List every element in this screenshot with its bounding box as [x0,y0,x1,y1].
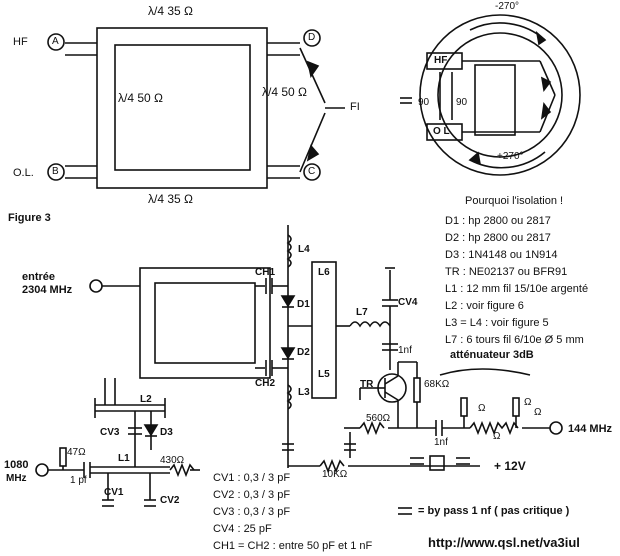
capacitor-line: CV4 : 25 pF [213,523,272,535]
mixer-schematic [35,225,563,515]
cv3-label: CV3 [100,427,120,438]
output-frequency: 144 MHz [568,423,613,435]
bypass-note: = by pass 1 nf ( pas critique ) [418,505,570,517]
figure-label: Figure 3 [8,212,51,224]
supply-label: + 12V [494,459,526,473]
parts-lines: D1 : hp 2800 ou 2817 D2 : hp 2800 ou 281… [445,213,588,349]
phase-bottom-label: +270° [497,151,524,162]
input-frequency: 2304 MHz [22,284,73,296]
port-c-label: C [308,166,316,177]
att-resistor-label: Ω [534,407,542,418]
l4-label: L4 [298,244,310,255]
quarter-wave-bottom-label: λ/4 35 Ω [148,192,193,206]
capacitor-line: CV3 : 0,3 / 3 pF [213,506,291,518]
cap-1nf-label: 1nf [434,437,448,448]
att-resistor-label: Ω [524,397,532,408]
port-d-label: D [308,32,316,43]
l2-label: L2 [140,394,152,405]
cap-1pf-label: 1 pf [70,475,87,486]
att-resistor-label: Ω [478,403,486,414]
ch1-label: CH1 [255,267,276,278]
r430-label: 430Ω [160,455,185,466]
d2-label: D2 [297,347,310,358]
lo-unit: MHz [6,473,27,484]
lo-frequency: 1080 [4,459,29,471]
quarter-wave-right-label: λ/4 50 Ω [262,85,307,99]
port-hf-label: HF [13,36,28,48]
capacitor-line: CV2 : 0,3 / 3 pF [213,489,291,501]
cap-1nf-label: 1nf [398,345,412,356]
phase-top-label: -270° [495,1,520,12]
phase-right-label: 90 [456,97,468,108]
hybrid-coupler-diagram [47,27,345,189]
parts-line: D1 : hp 2800 ou 2817 [445,215,551,227]
l5-label: L5 [318,369,330,380]
ring-hf-block: HF [434,55,448,66]
r560-label: 560Ω [366,413,391,424]
capacitor-line: CH1 = CH2 : entre 50 pF et 1 nF [213,540,373,552]
tr-label: TR [360,379,374,390]
att-resistor-label: Ω [493,431,501,442]
cv2-label: CV2 [160,495,180,506]
parts-line: L7 : 6 tours fil 6/10e Ø 5 mm [445,334,584,346]
l1-label: L1 [118,453,130,464]
quarter-wave-left-label: λ/4 50 Ω [118,91,163,105]
phase-left-label: 90 [418,97,430,108]
port-a-label: A [52,36,59,47]
d1-label: D1 [297,299,310,310]
cv1-label: CV1 [104,487,124,498]
capacitor-list: CV1 : 0,3 / 3 pF CV2 : 0,3 / 3 pF CV3 : … [213,470,372,555]
source-url[interactable]: http://www.qsl.net/va3iul [428,535,580,550]
ch2-label: CH2 [255,378,276,389]
attenuator-label: atténuateur 3dB [450,349,534,361]
r10k-label: 10KΩ [322,469,348,480]
parts-line: D3 : 1N4148 ou 1N914 [445,249,558,261]
parts-line: D2 : hp 2800 ou 2817 [445,232,551,244]
capacitor-line: CV1 : 0,3 / 3 pF [213,472,291,484]
d3-label: D3 [160,427,173,438]
parts-line: L2 : voir figure 6 [445,300,524,312]
equals-label: = [398,92,405,104]
parts-line: L1 : 12 mm fil 15/10e argenté [445,283,589,295]
parts-line: L3 = L4 : voir figure 5 [445,317,549,329]
l7-label: L7 [356,307,368,318]
parts-heading: Pourquoi l'isolation ! [465,195,564,207]
parts-line: TR : NE02137 ou BFR91 [445,266,568,278]
cv4-label: CV4 [398,297,418,308]
quarter-wave-top-label: λ/4 35 Ω [148,4,193,18]
parts-list: Pourquoi l'isolation ! [465,196,563,213]
input-label: entrée [22,271,56,283]
ring-ol-block: O L [433,126,450,137]
r47-label: 47Ω [67,447,86,458]
port-ol-label: O.L. [13,167,34,179]
port-b-label: B [52,166,59,177]
l6-label: L6 [318,267,330,278]
l3-label: L3 [298,387,310,398]
ring-phase-diagram [400,14,581,176]
r68k-label: 68KΩ [424,379,450,390]
port-fi-label: FI [350,101,360,113]
